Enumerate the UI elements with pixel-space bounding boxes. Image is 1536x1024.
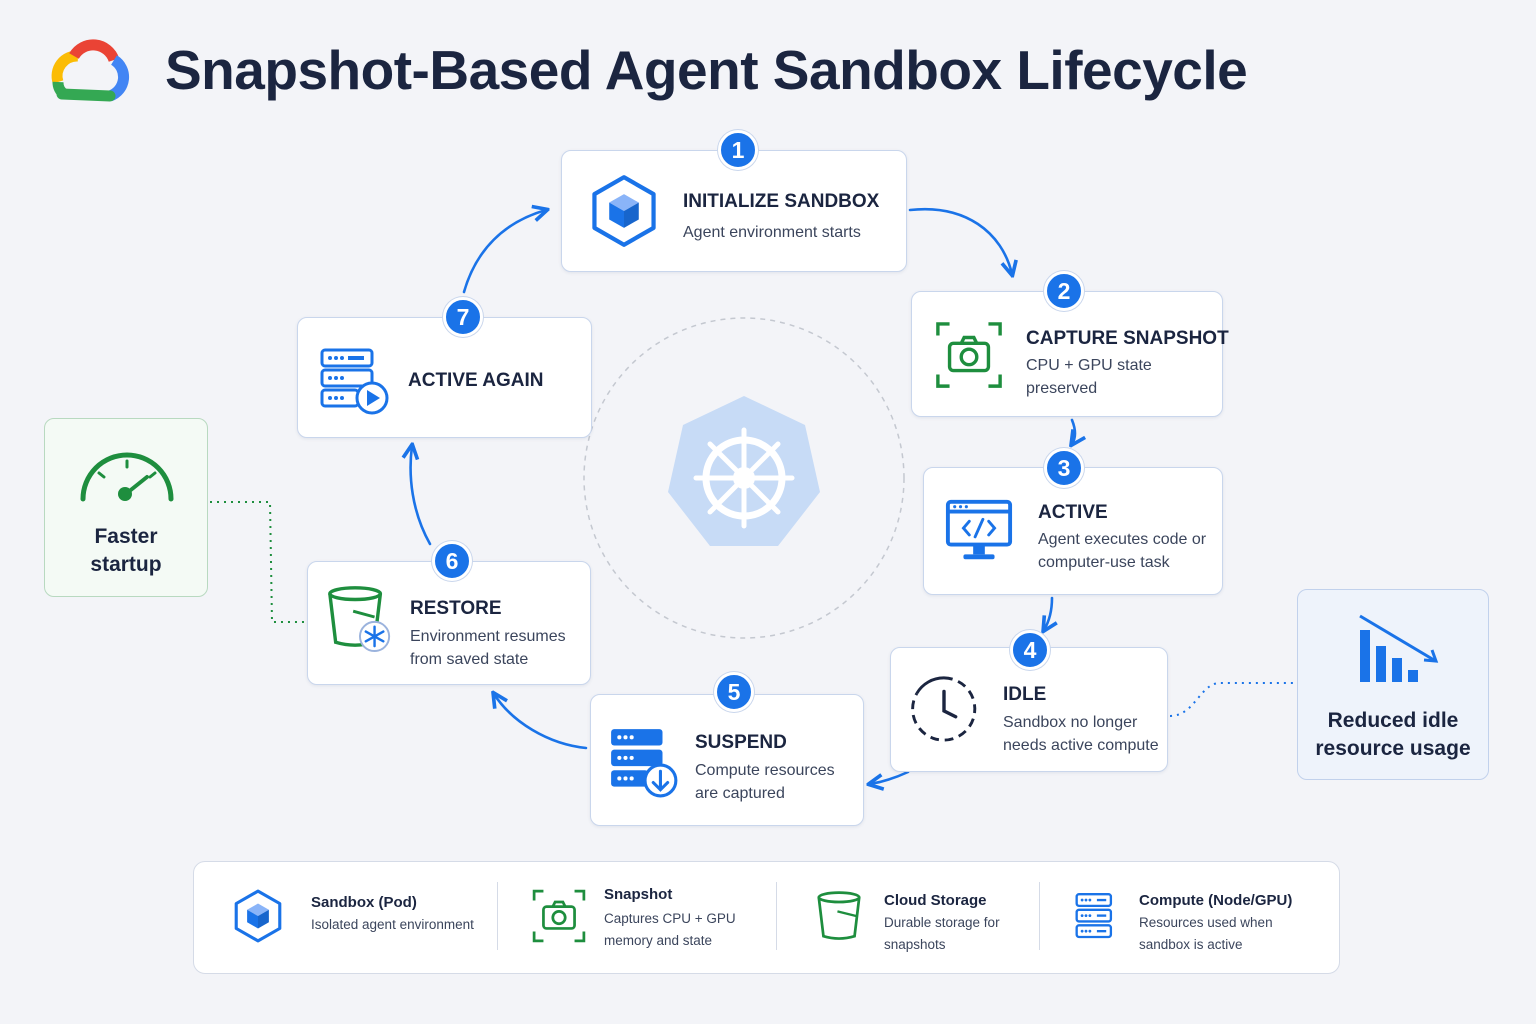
step-capture-snapshot: CAPTURE SNAPSHOT CPU + GPU state preserv…: [911, 291, 1229, 417]
step-description: Environment resumes from saved state: [410, 628, 566, 668]
legend-item-sandbox: Sandbox (Pod) Isolated agent environment: [230, 862, 495, 972]
step-badge: 5: [714, 672, 754, 712]
center-dashed-circle: [583, 317, 905, 639]
legend-description: Resources used when sandbox is active: [1139, 915, 1273, 952]
step-description: CPU + GPU state preserved: [1026, 357, 1152, 397]
step-description: Agent executes code or computer-use task: [1038, 531, 1207, 571]
camera-icon: [532, 889, 586, 943]
step-badge: 2: [1044, 271, 1084, 311]
speedometer-icon: [80, 452, 174, 502]
right-dotted-connector: [1169, 682, 1296, 717]
legend-item-compute: Compute (Node/GPU) Resources used when s…: [1072, 862, 1322, 972]
step-title: INITIALIZE SANDBOX: [683, 191, 880, 212]
step-badge: 7: [443, 297, 483, 337]
arrow-5-to-6: [494, 694, 588, 750]
arrow-1-to-2: [908, 207, 1012, 274]
step-badge: 3: [1044, 448, 1084, 488]
cube-icon: [234, 889, 282, 943]
faster-startup-card: Faster startup: [44, 418, 208, 597]
legend-item-cloud-storage: Cloud Storage Durable storage for snapsh…: [811, 862, 1041, 972]
step-description: Sandbox no longer needs active compute: [1003, 714, 1159, 754]
step-title: RESTORE: [410, 598, 502, 619]
kubernetes-helm-icon: [668, 396, 820, 546]
clock-icon: [911, 676, 977, 742]
step-badge: 6: [432, 541, 472, 581]
legend-description: Captures CPU + GPU memory and state: [604, 911, 736, 948]
step-badge: 1: [718, 130, 758, 170]
step-suspend: SUSPEND Compute resources are captured: [590, 694, 864, 826]
step-restore: RESTORE Environment resumes from saved s…: [307, 561, 591, 685]
left-dotted-connector: [210, 501, 306, 623]
arrow-4-to-5: [870, 770, 910, 784]
bucket-snowflake-icon: [328, 586, 391, 652]
server-play-icon: [320, 348, 389, 415]
step-title: ACTIVE: [1038, 502, 1108, 523]
step-idle: IDLE Sandbox no longer needs active comp…: [890, 647, 1168, 772]
bucket-icon: [817, 891, 861, 940]
step-title: ACTIVE AGAIN: [408, 370, 544, 391]
legend: Sandbox (Pod) Isolated agent environment…: [193, 861, 1340, 974]
legend-title: Cloud Storage: [884, 892, 987, 909]
step-title: SUSPEND: [695, 732, 787, 753]
step-badge: 4: [1010, 630, 1050, 670]
camera-icon: [936, 322, 1002, 388]
legend-divider: [776, 882, 777, 950]
legend-description: Durable storage for snapshots: [884, 915, 1000, 952]
server-download-icon: [611, 729, 678, 798]
code-monitor-icon: [945, 499, 1013, 560]
page-title: Snapshot-Based Agent Sandbox Lifecycle: [165, 39, 1248, 101]
legend-title: Snapshot: [604, 886, 673, 903]
arrow-3-to-4: [1044, 596, 1052, 630]
legend-title: Compute (Node/GPU): [1139, 892, 1293, 909]
legend-description: Isolated agent environment: [311, 917, 474, 932]
arrow-7-to-1: [462, 210, 546, 294]
google-cloud-logo: [51, 39, 130, 102]
step-description: Agent environment starts: [683, 224, 861, 241]
legend-title: Sandbox (Pod): [311, 894, 417, 911]
server-icon: [1075, 893, 1113, 939]
step-active-again: ACTIVE AGAIN: [297, 317, 592, 438]
arrow-2-to-3: [1072, 418, 1075, 444]
step-active: ACTIVE Agent executes code or computer-u…: [923, 467, 1223, 595]
side-note-label: Reduced idle resource usage: [1315, 709, 1471, 760]
cube-icon: [592, 175, 656, 247]
arrow-6-to-7: [411, 446, 432, 546]
step-description: Compute resources are captured: [695, 762, 835, 802]
step-title: CAPTURE SNAPSHOT: [1026, 328, 1229, 349]
bar-chart-down-icon: [1359, 614, 1439, 682]
legend-divider: [1039, 882, 1040, 950]
reduced-idle-usage-card: Reduced idle resource usage: [1297, 589, 1489, 780]
step-title: IDLE: [1003, 684, 1047, 705]
side-note-label: Faster startup: [90, 525, 162, 576]
legend-divider: [497, 882, 498, 950]
legend-item-snapshot: Snapshot Captures CPU + GPU memory and s…: [531, 862, 771, 972]
